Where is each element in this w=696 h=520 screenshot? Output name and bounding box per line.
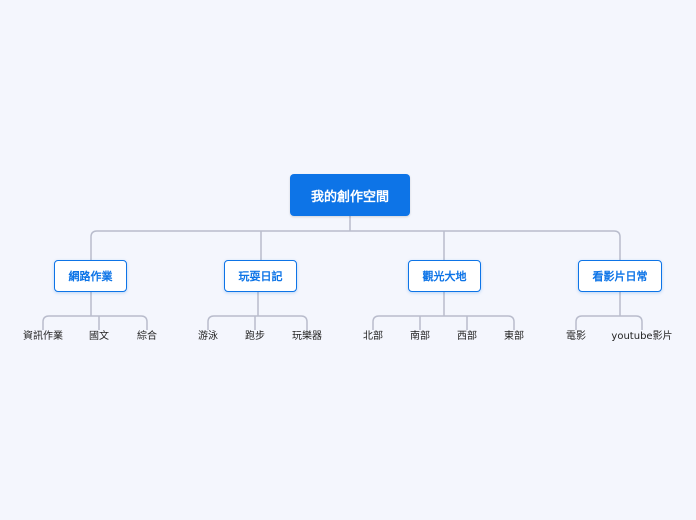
leaf-node[interactable]: 南部 <box>410 331 430 342</box>
branch-3-bus <box>372 315 515 330</box>
branch-node-sightseeing[interactable]: 觀光大地 <box>408 260 481 292</box>
branch-node-label: 看影片日常 <box>592 270 648 283</box>
branch-4-bus <box>575 315 643 330</box>
leaf-node[interactable]: 國文 <box>89 331 109 342</box>
branch-2-bus <box>207 315 308 330</box>
root-bus <box>90 230 621 260</box>
branch-node-video-daily[interactable]: 看影片日常 <box>578 260 662 292</box>
leaf-node[interactable]: 資訊作業 <box>23 331 63 342</box>
branch-node-label: 玩耍日記 <box>238 270 283 283</box>
leaf-node[interactable]: 電影 <box>566 331 586 342</box>
leaf-node[interactable]: 跑步 <box>245 331 265 342</box>
branch-node-play-diary[interactable]: 玩耍日記 <box>224 260 297 292</box>
leaf-node[interactable]: 西部 <box>457 331 477 342</box>
leaf-node[interactable]: youtube影片 <box>611 331 673 342</box>
leaf-node[interactable]: 玩樂器 <box>292 331 322 342</box>
branch-node-label: 網路作業 <box>68 270 113 283</box>
root-node-label: 我的創作空間 <box>310 189 389 205</box>
branch-node-label: 觀光大地 <box>422 270 467 283</box>
branch-node-web-homework[interactable]: 網路作業 <box>54 260 127 292</box>
root-node[interactable]: 我的創作空間 <box>290 174 410 216</box>
leaf-node[interactable]: 北部 <box>363 331 383 342</box>
branch-1-bus <box>42 315 148 330</box>
leaf-node[interactable]: 游泳 <box>198 331 218 342</box>
leaf-node[interactable]: 綜合 <box>137 331 157 342</box>
leaf-node[interactable]: 東部 <box>504 331 524 342</box>
